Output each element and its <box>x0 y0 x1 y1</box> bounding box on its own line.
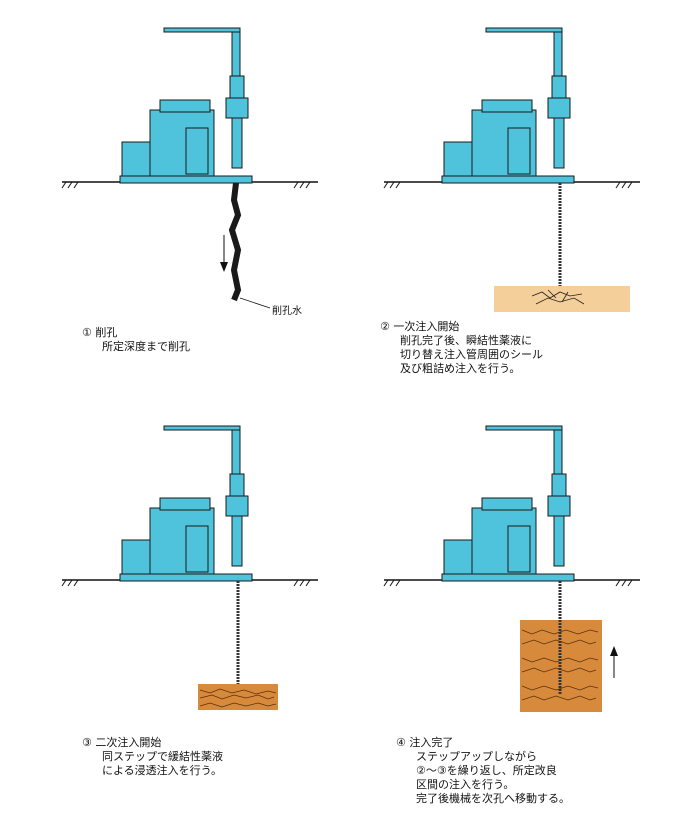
drilling-diagram <box>61 27 318 309</box>
step-3-caption: ③ 二次注入開始 同ステップで緩結性薬液 による浸透注入を行う。 <box>82 736 223 778</box>
step-2-caption: ② 一次注入開始 削孔完了後、瞬結性薬液に 切り替え注入管周囲のシール 及び粗詰… <box>380 320 543 376</box>
step-4-line: 区間の注入を行う。 <box>416 778 515 791</box>
step-3-line: 同ステップで緩結性薬液 <box>102 750 223 763</box>
step-4-line: ②～③を繰り返し、所定改良 <box>416 764 557 777</box>
step-4-line: ステップアップしながら <box>416 750 537 763</box>
grouting-machine <box>119 425 253 582</box>
up-arrow-icon <box>610 646 618 678</box>
step-4-caption: ④ 注入完了 ステップアップしながら ②～③を繰り返し、所定改良 区間の注入を行… <box>396 736 570 806</box>
primary-injection-diagram <box>383 27 640 312</box>
grout-zone <box>494 286 630 312</box>
step-1-panel: 削孔水 ① 削孔 所定深度まで削孔 <box>0 0 341 411</box>
grout-zone <box>198 684 278 710</box>
step-4-line: 完了後機械を次孔へ移動する。 <box>416 792 570 805</box>
grouting-machine <box>441 27 575 184</box>
step-3-line: による浸透注入を行う。 <box>102 764 223 777</box>
step-4-title: ④ 注入完了 <box>396 736 454 749</box>
step-2-line: 及び粗詰め注入を行う。 <box>400 362 521 375</box>
drill-water-label: 削孔水 <box>272 306 302 317</box>
step-2-line: 切り替え注入管周囲のシール <box>400 348 543 361</box>
step-2-line: 削孔完了後、瞬結性薬液に <box>400 334 532 347</box>
secondary-injection-diagram <box>61 425 318 710</box>
drill-rod <box>220 182 242 302</box>
step-3-panel: ③ 二次注入開始 同ステップで緩結性薬液 による浸透注入を行う。 <box>0 398 341 809</box>
step-4-panel: ④ 注入完了 ステップアップしながら ②～③を繰り返し、所定改良 区間の注入を行… <box>322 398 663 809</box>
injection-complete-diagram <box>383 425 640 712</box>
grouting-machine <box>119 27 253 184</box>
step-3-title: ③ 二次注入開始 <box>82 736 162 749</box>
step-2-panel: ② 一次注入開始 削孔完了後、瞬結性薬液に 切り替え注入管周囲のシール 及び粗詰… <box>322 0 663 411</box>
grouting-machine <box>441 425 575 582</box>
step-1-title: ① 削孔 <box>82 326 118 339</box>
annotation-leader <box>239 297 271 309</box>
step-2-title: ② 一次注入開始 <box>380 320 460 333</box>
step-1-line: 所定深度まで削孔 <box>102 340 190 353</box>
step-1-caption: ① 削孔 所定深度まで削孔 <box>82 326 190 354</box>
